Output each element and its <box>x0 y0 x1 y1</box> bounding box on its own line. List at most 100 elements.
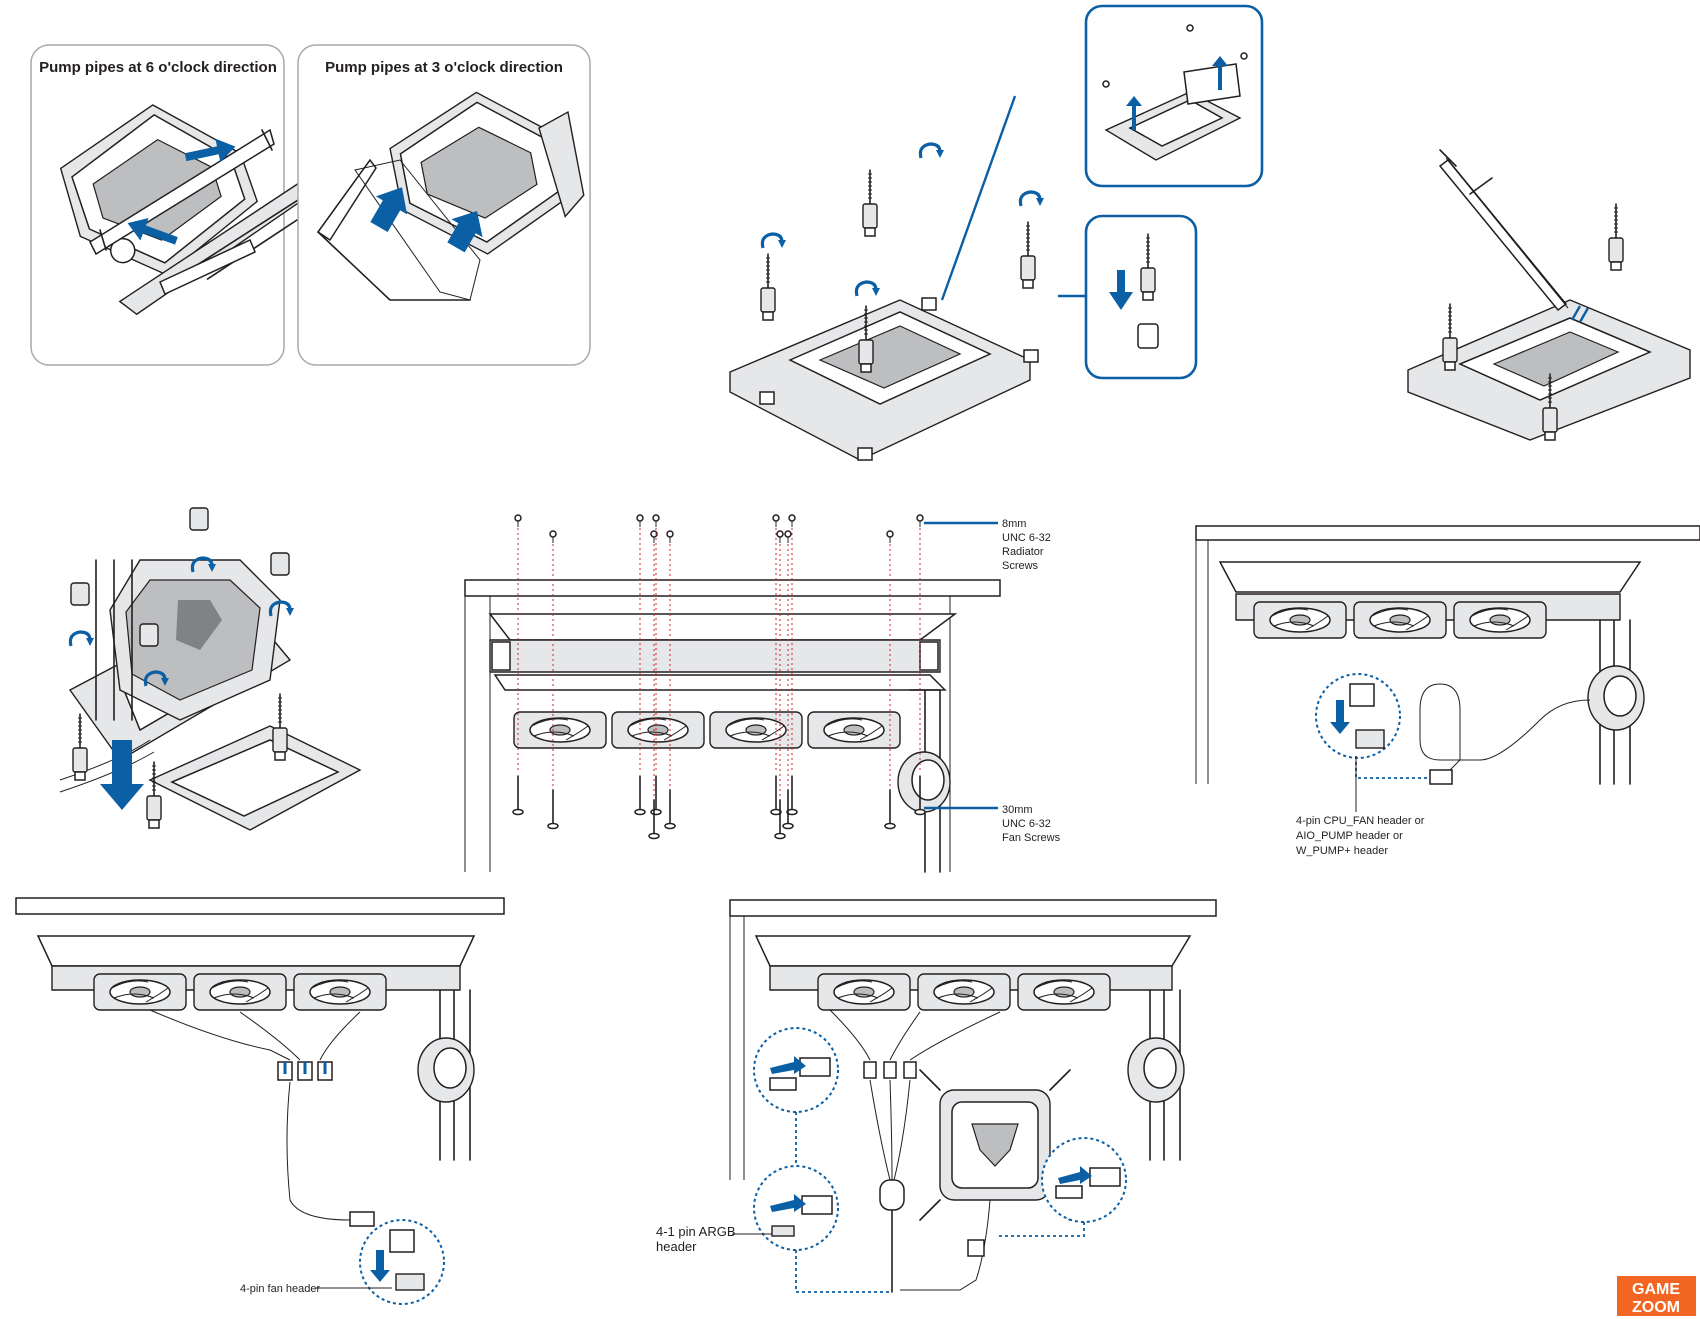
nut-icon <box>1023 349 1039 363</box>
direction-arrow-icon <box>184 138 236 163</box>
up-arrow-icon <box>1126 96 1142 130</box>
fan-icon <box>193 973 287 1011</box>
connector-icon <box>389 1229 415 1253</box>
fan-header-connection-illustration: 4-pin fan header <box>15 897 505 1305</box>
thermal-paste-illustration <box>1407 149 1691 441</box>
pump-header-connection-illustration: 4-pin CPU_FAN header or AIO_PUMP header … <box>1195 525 1700 857</box>
direction-arrow-icon <box>127 217 178 245</box>
header-pins-icon <box>771 1225 795 1237</box>
thumb-nut-icon <box>139 623 159 647</box>
standoff-icon <box>862 169 878 237</box>
cable-connector <box>967 1239 985 1257</box>
rotate-arrow-icon <box>918 142 946 160</box>
cpu-socket-bracket <box>729 299 1031 461</box>
pump-cable <box>1419 683 1591 781</box>
argb-connection-illustration: 4-1 pin ARGB header <box>656 899 1217 1293</box>
fan-cables <box>829 1009 1001 1061</box>
header-pins-icon <box>395 1273 425 1291</box>
rotate-arrow-icon <box>68 630 96 648</box>
standoff-icon <box>760 253 776 321</box>
fan-cables <box>149 1009 361 1061</box>
logo-line: GAME <box>1632 1281 1680 1298</box>
connect-arrow-icon <box>1058 1166 1092 1184</box>
thumb-nut-icon <box>189 507 209 531</box>
connector-icon <box>1089 1167 1121 1187</box>
callout-leader-line <box>940 95 1017 301</box>
panel-title: Pump pipes at 6 o'clock direction <box>39 59 277 76</box>
direction-arrow-icon <box>370 187 408 233</box>
label-line: Screws <box>1002 560 1039 572</box>
pump-block-illustration <box>389 91 585 255</box>
fan-icon <box>611 711 705 749</box>
nut-icon <box>759 391 775 405</box>
label-line: Fan Screws <box>1002 832 1061 844</box>
fan-icon <box>1253 601 1347 639</box>
fan-icon <box>93 973 187 1011</box>
callout-frame <box>1084 214 1198 380</box>
label-30mm-fan-screws: 30mm UNC 6-32 Fan Screws <box>1002 804 1061 844</box>
label-line: UNC 6-32 <box>1002 818 1051 830</box>
radiator <box>489 639 941 673</box>
label-line: 30mm <box>1002 804 1033 816</box>
nut-icon <box>921 297 937 311</box>
standoff-installation-illustration <box>729 95 1086 461</box>
label-line: W_PUMP+ header <box>1296 845 1388 857</box>
connector-icon <box>801 1195 833 1215</box>
logo-line: ZOOM <box>1632 1299 1680 1316</box>
fan-icon <box>1353 601 1447 639</box>
label-line: 4-1 pin ARGB <box>656 1224 736 1239</box>
connector-icon <box>769 1077 797 1091</box>
syringe-icon <box>1438 149 1569 312</box>
label-line: 4-pin CPU_FAN header or <box>1296 815 1425 827</box>
splitter-hub <box>879 1179 905 1211</box>
nut-icon <box>857 447 873 461</box>
fan-icon <box>293 973 387 1011</box>
connect-arrow-icon <box>770 1194 806 1212</box>
up-arrow-icon <box>1212 56 1228 90</box>
case-top-panel <box>464 579 1001 597</box>
cable-connector <box>1429 769 1453 785</box>
cable-connector <box>349 1211 375 1227</box>
screw-guide-lines <box>517 528 921 800</box>
fan-icon <box>1453 601 1547 639</box>
fan-icon <box>513 711 607 749</box>
callout-bracket-removal <box>1084 4 1264 188</box>
label-line: header <box>656 1239 697 1254</box>
label-line: AIO_PUMP header or <box>1296 830 1403 842</box>
callout-leader-line <box>1355 756 1430 779</box>
fan-cable <box>286 1081 351 1221</box>
header-pins-icon <box>1355 729 1385 749</box>
callout-leader-line <box>795 1112 1085 1293</box>
nut-icon <box>1137 323 1159 349</box>
standoff-icon <box>1020 221 1036 289</box>
radiator-screws <box>514 514 924 544</box>
thumb-nut-icon <box>70 582 90 606</box>
paste-spread-icon <box>1570 305 1590 323</box>
label-line: 8mm <box>1002 518 1026 530</box>
fan-icon <box>917 973 1011 1011</box>
down-arrow-icon <box>100 740 144 810</box>
thumb-nut-icon <box>270 552 290 576</box>
down-arrow-icon <box>370 1250 390 1282</box>
label-argb-header: 4-1 pin ARGB header <box>656 1224 736 1254</box>
fan-screws <box>512 775 926 840</box>
down-arrow-icon <box>1109 270 1133 310</box>
label-fan-header: 4-pin fan header <box>240 1283 320 1295</box>
direction-arrow-icon <box>447 210 483 253</box>
rotate-arrow-icon <box>1018 190 1046 208</box>
label-pump-header: 4-pin CPU_FAN header or AIO_PUMP header … <box>1296 815 1425 857</box>
down-arrow-icon <box>1330 700 1350 734</box>
label-line: UNC 6-32 <box>1002 532 1051 544</box>
rotate-arrow-icon <box>854 280 882 298</box>
pump-head-top-view <box>919 1069 1071 1221</box>
label-8mm-radiator-screws: 8mm UNC 6-32 Radiator Screws <box>1002 518 1051 572</box>
label-line: Radiator <box>1002 546 1044 558</box>
callout-standoff-insert <box>1084 214 1198 380</box>
connector-icon <box>1055 1185 1083 1199</box>
pump-mounting-illustration <box>59 507 362 831</box>
logo-background <box>1617 1276 1696 1316</box>
fan-icon <box>1017 973 1111 1011</box>
rotate-arrow-icon <box>760 232 788 250</box>
gamezoom-logo: GAME ZOOM <box>1617 1276 1696 1316</box>
fan-icon <box>807 711 901 749</box>
